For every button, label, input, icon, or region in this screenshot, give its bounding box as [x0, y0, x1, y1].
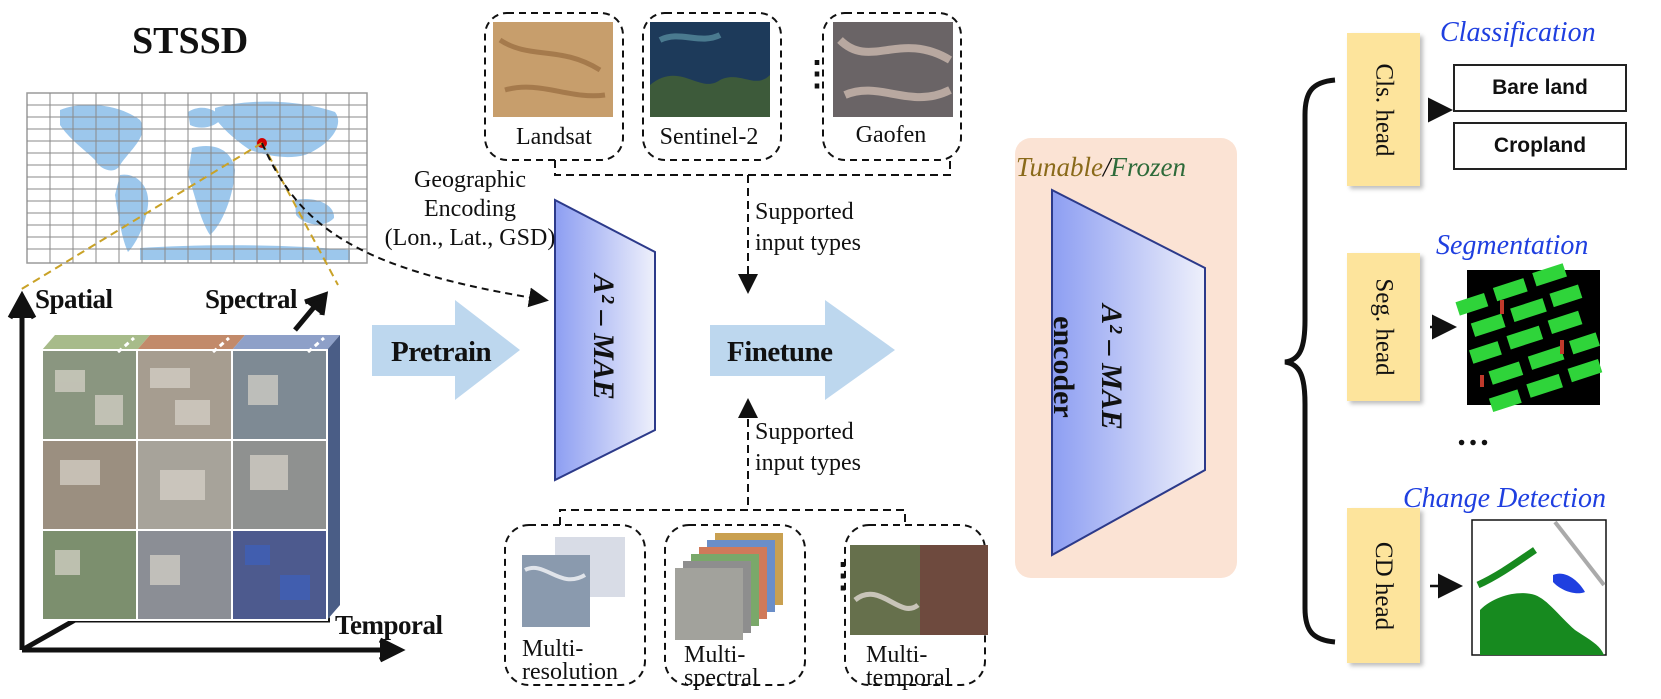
image-cube: [41, 335, 340, 621]
head-brace: [1284, 77, 1336, 645]
cd-head-label: CD head: [1370, 541, 1398, 630]
class-label-bare-land: Bare land: [1453, 64, 1627, 112]
tunable-text: Tunable: [1016, 152, 1104, 182]
sensor-boxes: [484, 12, 962, 294]
encoder-trapezoid: [1051, 188, 1206, 557]
seg-head-label: Seg. head: [1370, 278, 1398, 376]
seg-head-box: Seg. head: [1347, 253, 1420, 401]
input-type-resolution: Multi-resolution: [522, 636, 618, 685]
input-type-boxes: [504, 398, 988, 686]
change-detection-map: [1471, 519, 1607, 656]
axis-label-spatial: Spatial: [35, 284, 113, 314]
supported-bottom-label: Supported input types: [755, 419, 861, 477]
encoder-label-line2: encoder: [1046, 316, 1080, 418]
cd-head-box: CD head: [1347, 508, 1420, 663]
world-map: [26, 92, 368, 264]
task-classification: Classification: [1440, 17, 1596, 48]
geo-encoding-arrow: [261, 142, 549, 308]
sensor-more-dots: ⋮: [800, 56, 834, 93]
input-more-dots: ⋮: [826, 558, 860, 595]
axis-label-temporal: Temporal: [335, 610, 443, 640]
cube-top-row: [42, 335, 340, 620]
cls-head-label: Cls. head: [1370, 62, 1398, 157]
mae-label: A² – MAE: [586, 274, 620, 400]
input-type-temporal: Multi-temporal: [866, 642, 952, 691]
tunable-frozen-slash: /: [1103, 152, 1111, 182]
cls-head-box: Cls. head: [1347, 33, 1420, 186]
input-type-spectral: Multi-spectral: [684, 642, 759, 691]
axis-label-spectral: Spectral: [205, 284, 297, 314]
more-heads-ellipsis: …: [1456, 416, 1490, 453]
sensor-label-landsat: Landsat: [516, 124, 592, 150]
finetune-label: Finetune: [727, 336, 833, 368]
finetune-arrow: [710, 300, 895, 400]
segmentation-map: [1455, 263, 1603, 412]
mae-trapezoid: [554, 198, 656, 482]
task-change-detection: Change Detection: [1403, 483, 1606, 514]
pretrain-label: Pretrain: [391, 336, 492, 368]
class-label-cropland: Cropland: [1453, 122, 1627, 170]
dataset-title: STSSD: [132, 20, 249, 62]
sensor-label-sentinel: Sentinel-2: [659, 124, 759, 150]
geo-encoding-label: Geographic Encoding (Lon., Lat., GSD): [384, 167, 556, 252]
frozen-text: Frozen: [1110, 152, 1187, 182]
sensor-label-gaofen: Gaofen: [855, 122, 927, 148]
supported-top-label: Supported input types: [755, 199, 861, 257]
task-segmentation: Segmentation: [1436, 230, 1589, 261]
pretrain-arrow: [372, 300, 520, 400]
tunable-frozen-label: Tunable/Frozen: [1016, 154, 1186, 181]
encoder-label-line1: A² – MAE: [1094, 304, 1128, 430]
